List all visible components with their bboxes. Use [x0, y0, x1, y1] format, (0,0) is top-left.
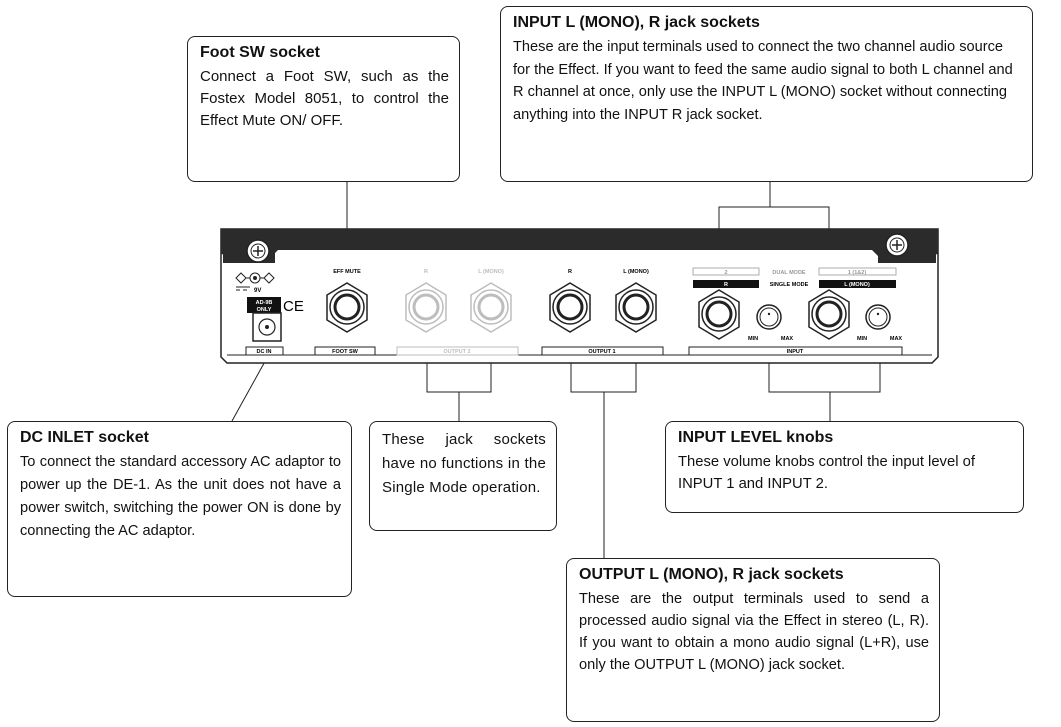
- callout-body: Connect a Foot SW, such as the Fostex Mo…: [200, 68, 449, 129]
- single-mode-label: SINGLE MODE: [770, 282, 809, 288]
- knob2-max-label: MAX: [781, 336, 794, 342]
- adaptor-model-label: AD-9B: [256, 300, 273, 306]
- dc-in-label: DC IN: [257, 349, 272, 355]
- dual-mode-1-label: 1 (1&2): [848, 270, 867, 276]
- callout-body: These volume knobs control the input lev…: [678, 454, 975, 492]
- callout-body: These jack sockets have no functions in …: [382, 431, 546, 496]
- callout-body: These are the output terminals used to s…: [579, 591, 929, 673]
- input-level-knob-2[interactable]: [756, 304, 782, 330]
- callout-body: To connect the standard accessory AC ada…: [20, 454, 341, 539]
- single-mode-l-label: L (MONO): [844, 282, 870, 288]
- output1-label: OUTPUT 1: [588, 349, 615, 355]
- dual-mode-2-label: 2: [724, 270, 727, 276]
- dual-mode-label: DUAL MODE: [772, 270, 806, 276]
- input-r-jack[interactable]: [698, 289, 740, 340]
- callout-title: Foot SW socket: [200, 44, 321, 61]
- voltage-label: 9V: [254, 288, 261, 294]
- polarity-icon: [235, 272, 275, 284]
- callout-input-jacks: INPUT L (MONO), R jack sockets These are…: [500, 6, 1033, 182]
- output1-l-jack[interactable]: [615, 282, 657, 333]
- output2-r-jack[interactable]: [405, 282, 447, 333]
- output1-r-label: R: [568, 269, 572, 275]
- adaptor-only-label: ONLY: [257, 307, 272, 313]
- screw-icon: [246, 239, 270, 263]
- dc-symbol-icon: [236, 286, 250, 291]
- input-level-knob-1[interactable]: [865, 304, 891, 330]
- adaptor-badge: [247, 297, 281, 313]
- callout-foot-sw: Foot SW socket Connect a Foot SW, such a…: [187, 36, 460, 182]
- output2-r-label: R: [424, 269, 428, 275]
- callout-title: OUTPUT L (MONO), R jack sockets: [579, 566, 844, 583]
- callout-no-function: These jack sockets have no functions in …: [369, 421, 557, 531]
- single-mode-r-label: R: [724, 282, 728, 288]
- output2-l-jack[interactable]: [470, 282, 512, 333]
- callout-input-level: INPUT LEVEL knobs These volume knobs con…: [665, 421, 1024, 513]
- screw-icon: [885, 233, 909, 257]
- callout-title: INPUT LEVEL knobs: [678, 429, 834, 446]
- callout-output-jacks: OUTPUT L (MONO), R jack sockets These ar…: [566, 558, 940, 722]
- ce-mark: CE: [283, 298, 304, 315]
- eff-mute-label: EFF MUTE: [333, 269, 361, 275]
- callout-title: INPUT L (MONO), R jack sockets: [513, 14, 760, 31]
- knob2-min-label: MIN: [748, 336, 758, 342]
- callout-body: These are the input terminals used to co…: [513, 39, 1013, 123]
- foot-sw-jack[interactable]: [326, 278, 368, 333]
- output2-l-label: L (MONO): [478, 269, 504, 275]
- knob1-max-label: MAX: [890, 336, 903, 342]
- foot-sw-label: FOOT SW: [332, 349, 358, 355]
- knob1-min-label: MIN: [857, 336, 867, 342]
- input-label: INPUT: [787, 349, 804, 355]
- callout-dc-inlet: DC INLET socket To connect the standard …: [7, 421, 352, 597]
- output1-l-label: L (MONO): [623, 269, 649, 275]
- callout-title: DC INLET socket: [20, 429, 149, 446]
- input-l-jack[interactable]: [808, 289, 850, 340]
- output2-label: OUTPUT 2: [443, 349, 470, 355]
- output1-r-jack[interactable]: [549, 282, 591, 333]
